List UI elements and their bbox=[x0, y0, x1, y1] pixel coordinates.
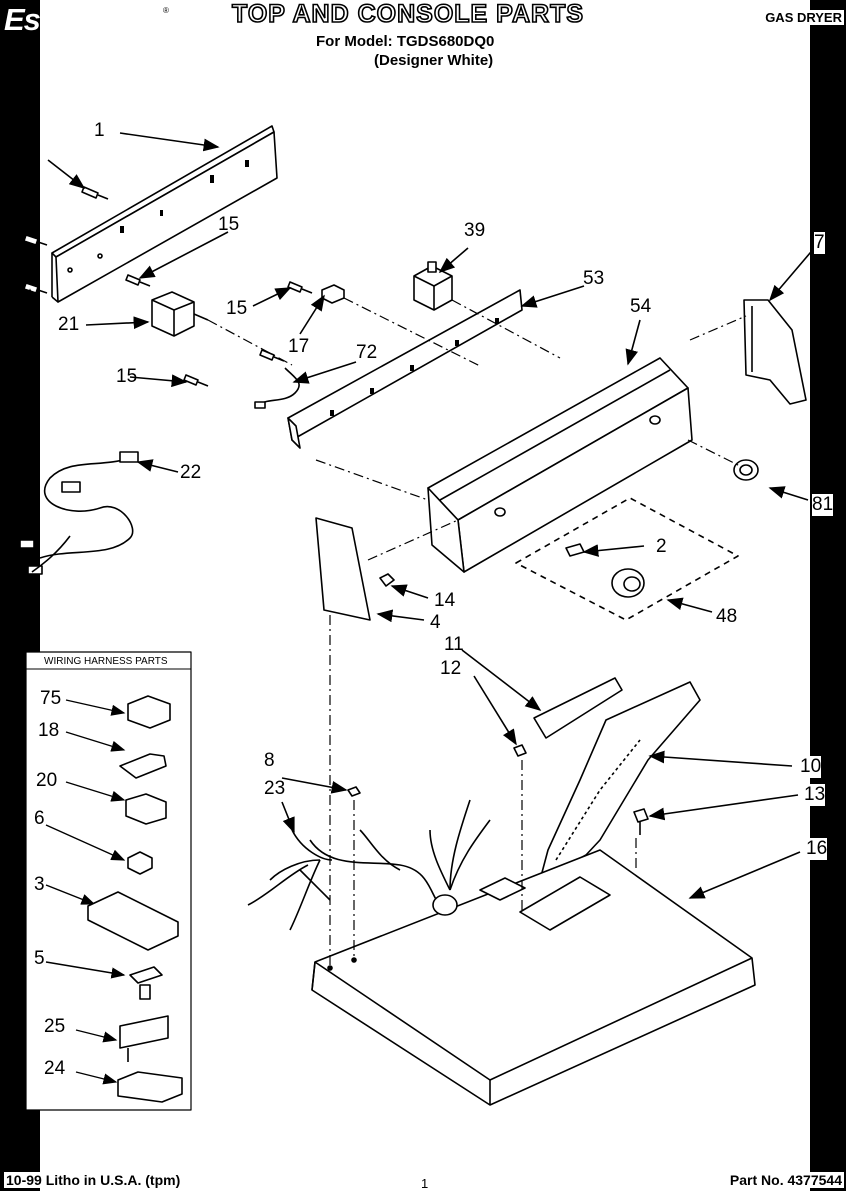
screw-15-a bbox=[125, 274, 151, 287]
knob-48 bbox=[611, 568, 645, 598]
harness-part-5 bbox=[129, 966, 163, 1000]
product-type: GAS DRYER bbox=[763, 10, 844, 25]
footer-part-number: Part No. 4377544 bbox=[727, 1172, 844, 1188]
harness-part-75 bbox=[127, 695, 171, 729]
timer-21 bbox=[151, 291, 209, 337]
callout-53: 53 bbox=[583, 268, 605, 289]
harness-callout-6: 6 bbox=[34, 808, 45, 829]
harness-part-18 bbox=[119, 753, 167, 779]
control-bracket-53 bbox=[287, 289, 523, 449]
footer-page-number: 1 bbox=[421, 1176, 429, 1191]
callout-1: 1 bbox=[94, 120, 105, 141]
callout-15-a: 15 bbox=[218, 214, 240, 235]
callout-11: 11 bbox=[444, 634, 464, 655]
callout-21: 21 bbox=[58, 314, 80, 335]
harness-22 bbox=[19, 451, 139, 575]
screw-15-b bbox=[287, 281, 313, 294]
callout-15-c: 15 bbox=[116, 366, 138, 387]
end-cap-7 bbox=[743, 299, 807, 405]
callout-10: 10 bbox=[800, 756, 822, 778]
clip-8 bbox=[347, 786, 361, 797]
callout-23: 23 bbox=[264, 778, 286, 799]
clip-14 bbox=[379, 573, 395, 587]
callout-48: 48 bbox=[716, 606, 738, 627]
clip-17 bbox=[321, 284, 345, 304]
harness-callout-25: 25 bbox=[44, 1016, 66, 1037]
brand-trademark: ® bbox=[163, 6, 169, 15]
harness-part-25 bbox=[119, 1015, 169, 1062]
callout-4: 4 bbox=[430, 612, 441, 633]
harness-callout-20: 20 bbox=[36, 770, 58, 791]
wire-72 bbox=[259, 367, 300, 406]
pushbutton-2 bbox=[565, 543, 585, 557]
harness-callout-5: 5 bbox=[34, 948, 45, 969]
callout-14: 14 bbox=[434, 590, 456, 611]
callout-39: 39 bbox=[464, 220, 486, 241]
screw-30-bottom bbox=[23, 282, 48, 294]
variant-line: (Designer White) bbox=[374, 52, 494, 69]
harness-callout-24: 24 bbox=[44, 1058, 66, 1079]
callout-81: 81 bbox=[812, 494, 834, 516]
callout-13: 13 bbox=[804, 784, 826, 806]
harness-callout-75: 75 bbox=[40, 688, 62, 709]
knob-81 bbox=[733, 459, 759, 481]
callout-16: 16 bbox=[806, 838, 828, 860]
model-line: For Model: TGDS680DQ0 bbox=[316, 33, 495, 50]
callout-7: 7 bbox=[814, 232, 825, 254]
screw-13 bbox=[633, 808, 649, 835]
callout-2: 2 bbox=[656, 536, 667, 557]
harness-part-3 bbox=[87, 891, 179, 951]
switch-39 bbox=[413, 261, 453, 311]
harness-23 bbox=[247, 799, 491, 931]
callout-54: 54 bbox=[630, 296, 652, 317]
callout-8: 8 bbox=[264, 750, 275, 771]
screw-15-d bbox=[183, 374, 209, 387]
callout-12: 12 bbox=[440, 658, 462, 679]
harness-part-24 bbox=[117, 1071, 183, 1103]
callout-17: 17 bbox=[288, 336, 310, 357]
dashed-knob-box bbox=[515, 497, 739, 621]
console-54 bbox=[427, 357, 693, 573]
harness-callout-3: 3 bbox=[34, 874, 45, 895]
callout-30-top: 30 bbox=[12, 130, 34, 151]
callout-72: 72 bbox=[356, 342, 378, 363]
page-title: TOP AND CONSOLE PARTS bbox=[231, 0, 585, 29]
callout-22: 22 bbox=[180, 462, 202, 483]
screw-30-top bbox=[81, 186, 109, 200]
panel-4 bbox=[315, 517, 371, 621]
part-12 bbox=[513, 744, 527, 757]
callout-30-bottom: 30 bbox=[12, 328, 34, 349]
footer-litho: 10-99 Litho in U.S.A. (tpm) bbox=[4, 1172, 183, 1188]
callout-15-b: 15 bbox=[226, 298, 248, 319]
harness-part-20 bbox=[125, 793, 167, 825]
harness-part-6 bbox=[127, 851, 153, 875]
screw-30-mid bbox=[23, 234, 48, 246]
top-panel-16 bbox=[311, 849, 756, 1106]
lamp-10 bbox=[539, 681, 701, 881]
lamp-11 bbox=[533, 677, 623, 739]
harness-callout-18: 18 bbox=[38, 720, 60, 741]
rear-console-panel bbox=[51, 125, 278, 303]
wiring-harness-heading: WIRING HARNESS PARTS bbox=[44, 656, 168, 667]
right-border-bar bbox=[810, 0, 846, 1191]
brand-logo: Estate bbox=[4, 2, 92, 37]
